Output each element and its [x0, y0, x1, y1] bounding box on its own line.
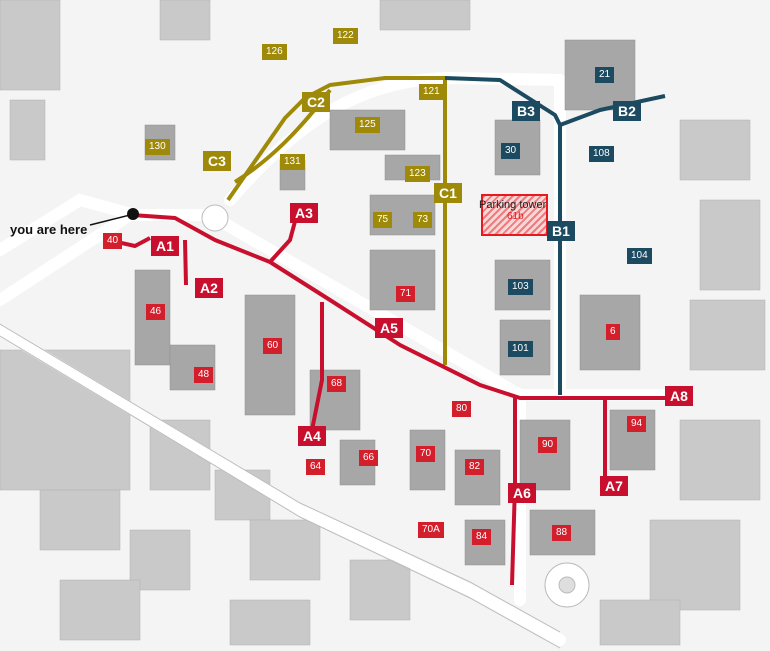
building-130[interactable]: 130 [145, 139, 170, 155]
road-edges [0, 323, 561, 649]
building-84[interactable]: 84 [472, 529, 492, 545]
building-122[interactable]: 122 [333, 28, 358, 44]
building-104[interactable]: 104 [627, 248, 652, 264]
roundabout-south-center [558, 576, 576, 594]
building-88[interactable]: 88 [552, 525, 572, 541]
route-marker-a5[interactable]: A5 [375, 318, 403, 338]
route-marker-c2[interactable]: C2 [302, 92, 330, 112]
building-101[interactable]: 101 [508, 341, 533, 357]
building-70a[interactable]: 70A [418, 522, 444, 538]
building-21[interactable]: 21 [595, 67, 615, 83]
building-68[interactable]: 68 [327, 376, 347, 392]
building-90[interactable]: 90 [538, 437, 558, 453]
route-marker-a8[interactable]: A8 [665, 386, 693, 406]
route-marker-c1[interactable]: C1 [434, 183, 462, 203]
route-marker-b2[interactable]: B2 [613, 101, 641, 121]
building-80[interactable]: 80 [452, 401, 472, 417]
building-121[interactable]: 121 [419, 84, 444, 100]
building-123[interactable]: 123 [405, 166, 430, 182]
parking-tower-number: 61b [507, 211, 524, 222]
building-46[interactable]: 46 [146, 304, 166, 320]
building-40[interactable]: 40 [103, 233, 123, 249]
building-108[interactable]: 108 [589, 146, 614, 162]
route-marker-a3[interactable]: A3 [290, 203, 318, 223]
building-125[interactable]: 125 [355, 117, 380, 133]
route-marker-a4[interactable]: A4 [298, 426, 326, 446]
building-66[interactable]: 66 [359, 450, 379, 466]
route-marker-b1[interactable]: B1 [547, 221, 575, 241]
building-60[interactable]: 60 [263, 338, 283, 354]
route-marker-c3[interactable]: C3 [203, 151, 231, 171]
parking-tower-title: Parking tower [479, 199, 547, 211]
roundabout-west [201, 204, 229, 232]
parking-tower-area[interactable] [481, 194, 548, 236]
building-64[interactable]: 64 [306, 459, 326, 475]
building-103[interactable]: 103 [508, 279, 533, 295]
route-marker-b3[interactable]: B3 [512, 101, 540, 121]
building-6[interactable]: 6 [606, 324, 620, 340]
route-marker-a2[interactable]: A2 [195, 278, 223, 298]
building-82[interactable]: 82 [465, 459, 485, 475]
building-48[interactable]: 48 [194, 367, 214, 383]
you-are-here-pointer [89, 214, 131, 226]
building-70[interactable]: 70 [416, 446, 436, 462]
you-are-here-label: you are here [10, 222, 88, 237]
route-b-line [444, 76, 666, 395]
building-131[interactable]: 131 [280, 154, 305, 170]
you-are-here-dot [127, 208, 139, 220]
route-marker-a6[interactable]: A6 [508, 483, 536, 503]
route-marker-a7[interactable]: A7 [600, 476, 628, 496]
building-71[interactable]: 71 [396, 286, 416, 302]
building-30[interactable]: 30 [501, 143, 521, 159]
building-126[interactable]: 126 [262, 44, 287, 60]
building-75[interactable]: 75 [373, 212, 393, 228]
building-73[interactable]: 73 [413, 212, 433, 228]
route-marker-a1[interactable]: A1 [151, 236, 179, 256]
building-94[interactable]: 94 [627, 416, 647, 432]
